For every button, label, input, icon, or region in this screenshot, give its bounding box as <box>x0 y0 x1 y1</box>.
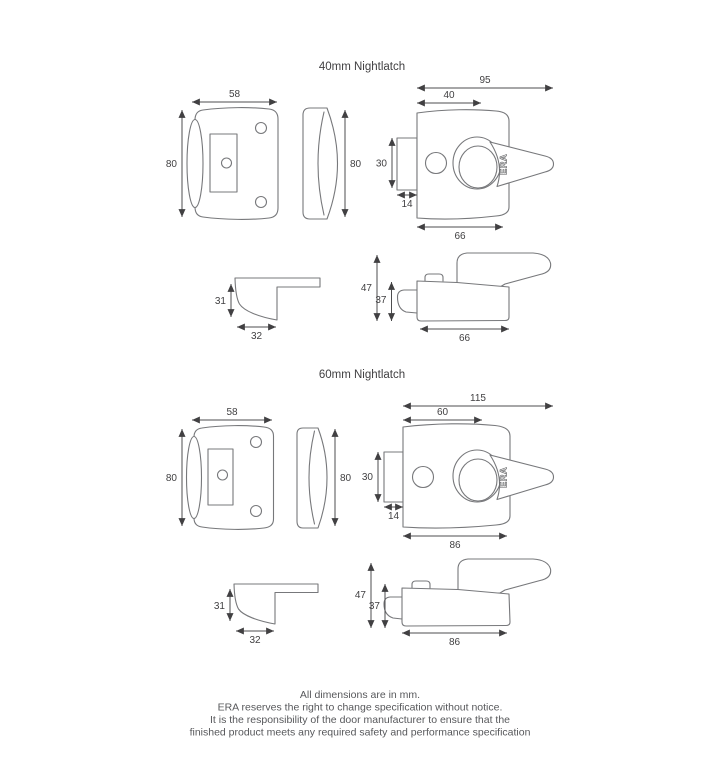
keep-aperture <box>209 133 238 193</box>
keep-aperture-hole <box>220 157 233 169</box>
dim-case-width: 66 <box>454 231 466 242</box>
section-40mm: 40mm Nightlatch 58 80 80 95 40 <box>166 61 555 344</box>
keep-side-view: 80 <box>296 427 352 529</box>
latch-bolt <box>396 137 418 191</box>
dim-keep-side-height: 80 <box>340 473 352 484</box>
keep-side-outline <box>302 107 339 220</box>
keep-side-outline <box>296 427 328 529</box>
footer-notes: All dimensions are in mm. ERA reserves t… <box>190 689 531 739</box>
section-title: 60mm Nightlatch <box>319 369 405 381</box>
knob-inner-ring <box>458 145 498 189</box>
dim-keep-width: 58 <box>229 89 241 100</box>
keep-profile-view: 31 32 <box>214 583 319 646</box>
keep-side-view: 80 <box>302 107 362 220</box>
body-profile-case <box>416 280 510 322</box>
body-profile-handle <box>456 252 552 288</box>
dim-backset: 60 <box>437 407 449 418</box>
dim-keep-side-height: 80 <box>350 159 362 170</box>
era-brand-logo: ERA <box>499 154 510 175</box>
dim-overall-depth: 47 <box>361 283 373 294</box>
latch-bolt <box>383 451 404 503</box>
knob-handle <box>489 141 555 188</box>
dim-backset: 40 <box>443 90 455 101</box>
keep-profile-outline <box>234 277 321 321</box>
body-front-view: 115 60 30 14 ERA 86 <box>362 393 555 551</box>
keep-side-inner-curve <box>317 111 325 216</box>
keep-rolled-edge <box>186 118 204 209</box>
footer-line-4: finished product meets any required safe… <box>190 727 531 739</box>
dim-case-depth: 37 <box>369 601 381 612</box>
keep-aperture <box>207 448 234 506</box>
section-60mm: 60mm Nightlatch 58 80 80 115 60 <box>166 369 555 648</box>
dim-overall-depth: 47 <box>355 590 367 601</box>
body-profile-latch <box>396 289 418 314</box>
keep-rolled-edge <box>185 435 203 520</box>
dim-latch-depth: 14 <box>401 199 413 210</box>
dim-keep-profile-height: 31 <box>215 296 227 307</box>
dim-keep-width: 58 <box>226 407 238 418</box>
cylinder-hole <box>411 465 435 489</box>
keep-front-view: 58 80 <box>166 407 275 530</box>
screw-hole-top <box>254 121 268 135</box>
dim-keep-profile-height: 31 <box>214 601 226 612</box>
dim-keep-profile-depth: 32 <box>249 635 261 646</box>
dim-latch-height: 30 <box>376 159 388 170</box>
section-title: 40mm Nightlatch <box>319 61 405 73</box>
footer-line-3: It is the responsibility of the door man… <box>210 714 510 726</box>
dim-case-depth: 37 <box>375 295 387 306</box>
knob-inner-ring <box>458 458 498 502</box>
body-profile-bump <box>424 273 444 282</box>
era-brand-logo: ERA <box>499 467 510 488</box>
dim-keep-height: 80 <box>166 473 178 484</box>
dim-overall-width: 95 <box>479 75 491 86</box>
footer-line-1: All dimensions are in mm. <box>300 689 420 701</box>
body-profile-case <box>401 587 511 627</box>
keep-aperture-hole <box>216 469 229 481</box>
keep-side-inner-curve <box>308 430 316 525</box>
knob-handle <box>489 454 555 501</box>
body-profile-view: 47 37 86 <box>355 558 552 648</box>
dim-overall-width: 115 <box>470 393 486 404</box>
footer-line-2: ERA reserves the right to change specifi… <box>218 702 503 714</box>
dim-case-width: 86 <box>449 540 461 551</box>
body-profile-bump <box>411 580 431 589</box>
screw-hole-bottom <box>254 195 268 209</box>
dim-profile-case-width: 66 <box>459 333 471 344</box>
dim-latch-height: 30 <box>362 472 374 483</box>
cylinder-hole <box>424 151 448 175</box>
dim-latch-depth: 14 <box>388 511 400 522</box>
keep-profile-outline <box>233 583 319 625</box>
dim-keep-profile-depth: 32 <box>251 331 263 342</box>
body-front-view: 95 40 30 14 ERA 66 <box>376 75 555 242</box>
keep-front-view: 58 80 <box>166 89 279 220</box>
body-profile-view: 47 37 66 <box>361 252 552 344</box>
body-profile-latch <box>383 596 403 620</box>
keep-profile-view: 31 32 <box>215 277 321 342</box>
body-profile-handle <box>457 558 552 594</box>
dim-keep-height: 80 <box>166 159 178 170</box>
screw-hole-top <box>249 435 263 449</box>
screw-hole-bottom <box>249 504 263 518</box>
dim-profile-case-width: 86 <box>449 637 461 648</box>
